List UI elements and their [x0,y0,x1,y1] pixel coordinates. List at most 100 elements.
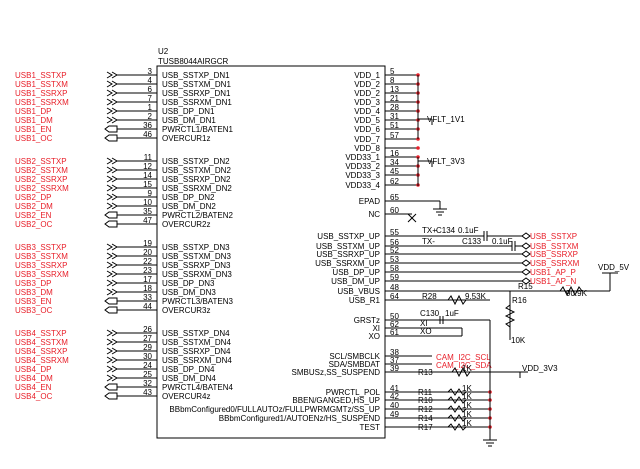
pin-usb2-dm-net: USB2_DM [15,202,53,211]
r16-value: 10K [511,336,526,345]
net-usb-sstxm-arrow [521,242,531,250]
pin-usb1-oc-name: OVERCUR1z [162,134,210,143]
upstream-net-group: USB_SSTXPUSB_SSTXMUSB_SSRXPUSB_SSRXMUSB1… [412,232,580,286]
vflt-3v3-label: VFLT_3V3 [427,157,465,166]
pin-usb4-ssrxp-arrow [106,347,118,355]
r13-value: 1K [462,364,472,373]
pin-r10-number: 16 [390,149,399,158]
pin-usb3-sstxm-name: USB_SSTXM_DN3 [162,252,231,261]
pin-r32-number: 40 [390,401,399,410]
pin-usb4-ssrxp-name: USB_SSRXP_DN4 [162,347,231,356]
r15-ref: R15 [518,282,533,291]
net-usb1-ap-n-label: USB1_AP_N [530,277,576,286]
pin-r12-name: VDD33_3 [345,171,380,180]
pin-r3-number: 13 [390,85,399,94]
pin-usb4-sstxm-arrow [106,338,118,346]
c134-ref: C134 [436,226,456,235]
pin-usb1-sstxp-arrow [106,71,118,79]
pin-usb2-oc-port [104,220,118,228]
pin-r6-number: 31 [390,112,399,121]
pin-usb4-en-net: USB4_EN [15,383,52,392]
config-r11-value: 1K [462,384,472,393]
pin-usb2-ssrxp-arrow [106,175,118,183]
pin-r2-name: VDD_2 [354,80,380,89]
pin-usb3-sstxm-number: 20 [143,248,152,257]
pin-usb2-sstxm-net: USB2_SSTXM [15,166,68,175]
pin-usb3-sstxm-net: USB3_SSTXM [15,252,68,261]
pin-r1-number: 5 [390,67,395,76]
config-r12-value: 1K [462,401,472,410]
pin-usb1-sstxm-arrow [106,80,118,88]
pin-r3-name: VDD_2 [354,89,380,98]
pin-usb1-sstxm-net: USB1_SSTXM [15,80,68,89]
pin-usb1-en-name: PWRCTL1/BATEN1 [162,125,234,134]
pin-r27-number: 38 [390,348,399,357]
pin-r32-name: BBbmConfigured0/FULLAUTOz/FULLPWRMGMTz/S… [169,405,380,414]
pin-r26-name: XO [368,332,380,341]
r15-value: 90.9K [566,289,588,298]
pin-r20-number: 58 [390,264,399,273]
pin-usb1-ssrxm-net: USB1_SSRXM [15,98,69,107]
pin-r31-name: BBEN/GANGED,HS_UP [292,396,380,405]
config-r11-resistor [447,388,467,396]
pin-r19-number: 53 [390,255,399,264]
pin-usb4-dp-name: USB_DP_DN4 [162,365,215,374]
pin-usb2-en-number: 35 [143,207,152,216]
config-r14-value: 1K [462,410,472,419]
pin-usb2-en-name: PWRCTL2/BATEN2 [162,211,234,220]
pin-r17-number: 56 [390,238,399,247]
chip-ref: U2 [158,47,169,56]
pin-usb3-ssrxm-arrow [106,270,118,278]
r28-value: 9.53K [465,292,487,301]
pin-usb4-dm-name: USB_DM_DN4 [162,374,216,383]
pin-usb4-sstxp-number: 26 [143,325,152,334]
r15-resistor [559,285,583,297]
pin-r11-number: 34 [390,158,399,167]
pin-usb2-ssrxm-arrow [106,184,118,192]
config-r11-ref: R11 [418,388,433,397]
pin-usb1-ssrxm-name: USB_SSRXM_DN1 [162,98,232,107]
pin-usb4-en-name: PWRCTL4/BATEN4 [162,383,234,392]
pin-usb1-ssrxm-number: 7 [148,94,153,103]
pin-r14-number: 65 [390,193,399,202]
pin-usb1-sstxp-net: USB1_SSTXP [15,71,67,80]
pin-usb2-oc-net: USB2_OC [15,220,53,229]
config-r17-resistor [447,423,467,431]
r13-ref: R13 [418,368,433,377]
pin-r10-name: VDD33_1 [345,153,380,162]
pin-usb1-dm-name: USB_DM_DN1 [162,116,216,125]
vdd5v-label: VDD_5V [598,263,630,272]
cam-i2c-scl-net: CAM_I2C_SCL [436,353,491,362]
pin-usb3-dm-name: USB_DM_DN3 [162,288,216,297]
pin-r23-number: 64 [390,292,399,301]
pin-r22-name: USB_VBUS [337,287,380,296]
pin-r15-name: NC [368,210,380,219]
pin-r30-number: 41 [390,384,399,393]
config-r10-resistor [447,396,467,404]
pin-r5-number: 28 [390,103,399,112]
pin-usb2-dm-name: USB_DM_DN2 [162,202,216,211]
pin-usb4-oc-port [104,392,118,400]
pin-r17-name: USB_SSTXM_UP [316,242,380,251]
vflt-1v1-label: VFLT_1V1 [427,115,465,124]
pin-usb4-oc-number: 43 [143,388,152,397]
config-r12-ref: R12 [418,405,433,414]
pin-usb2-ssrxp-number: 14 [143,171,152,180]
pin-usb2-ssrxm-name: USB_SSRXM_DN2 [162,184,232,193]
net-usb-ssrxp-label: USB_SSRXP [530,250,578,259]
c133-value: 0.1uF [492,237,513,246]
pin-r28-number: 37 [390,356,399,365]
pin-usb2-ssrxp-net: USB2_SSRXP [15,175,67,184]
pin-usb4-sstxm-number: 27 [143,334,152,343]
pin-usb1-ssrxp-net: USB1_SSRXP [15,89,67,98]
pin-usb2-dm-number: 10 [143,198,152,207]
pin-r15-number: 60 [390,206,399,215]
r28-ref: R28 [422,292,437,301]
net-usb1-ap-n-arrow [521,277,531,285]
pin-usb3-ssrxp-name: USB_SSRXP_DN3 [162,261,231,270]
pin-usb4-dp-number: 24 [143,361,152,370]
pin-usb4-sstxm-name: USB_SSTXM_DN4 [162,338,231,347]
